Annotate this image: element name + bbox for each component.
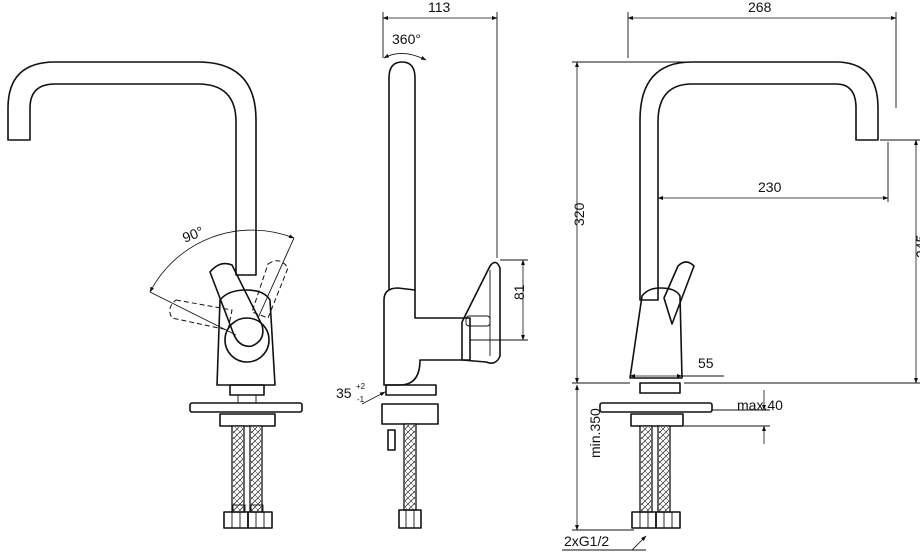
front-lever — [209, 262, 264, 348]
connection-label: 2xG1/2 — [564, 533, 609, 549]
right-lever — [663, 261, 695, 325]
side-lever — [461, 261, 501, 364]
front-angle-label: 90° — [180, 223, 206, 246]
total-height-label: 320 — [571, 202, 587, 226]
rotation-label: 360° — [392, 31, 421, 47]
side-hose-nut — [398, 509, 422, 529]
right-plate — [599, 402, 713, 413]
side-plate — [381, 403, 439, 425]
right-spout — [639, 61, 879, 301]
front-view: 90° — [7, 61, 303, 529]
right-hose-nut-left — [631, 511, 657, 529]
front-spout — [7, 61, 257, 276]
side-spout — [388, 61, 416, 291]
front-hose-nut-left — [223, 511, 249, 529]
spout-height-label: 245 — [913, 234, 920, 258]
side-nut — [385, 384, 437, 396]
side-pipe-stub — [387, 429, 396, 451]
min-length-label: min.350 — [587, 408, 603, 458]
cone-angle-label: 35 — [336, 385, 352, 401]
front-fixing — [219, 413, 276, 427]
spout-reach-label: 230 — [758, 179, 782, 195]
max-thickness-label: max.40 — [737, 397, 783, 413]
front-lever-ghost-left — [169, 299, 233, 331]
base-diameter-label: 55 — [698, 355, 714, 371]
right-body — [629, 287, 683, 379]
side-depth-label: 113 — [428, 0, 451, 15]
front-nut — [229, 384, 265, 396]
right-nut — [639, 382, 681, 394]
right-hose-nut-right — [655, 511, 681, 529]
front-lever-hub — [224, 317, 270, 363]
cone-angle-leader — [361, 391, 386, 405]
front-angle-arc — [149, 229, 295, 293]
rotation-arc — [383, 53, 427, 61]
side-view: 113 360° 81 35 +2 -1 — [336, 0, 528, 529]
cone-tol-plus: +2 — [356, 382, 366, 391]
handle-height-label: 81 — [511, 284, 527, 300]
front-hose-nut-right — [247, 511, 273, 529]
front-plate — [189, 402, 303, 413]
dimensioned-view: 268 230 320 245 55 max.40 min.350 2xG1/2 — [562, 0, 920, 551]
connection-leader — [631, 535, 647, 551]
side-body — [383, 287, 471, 386]
cone-tol-minus: -1 — [357, 395, 365, 404]
total-width-label: 268 — [748, 0, 772, 15]
right-fixing — [630, 413, 684, 427]
